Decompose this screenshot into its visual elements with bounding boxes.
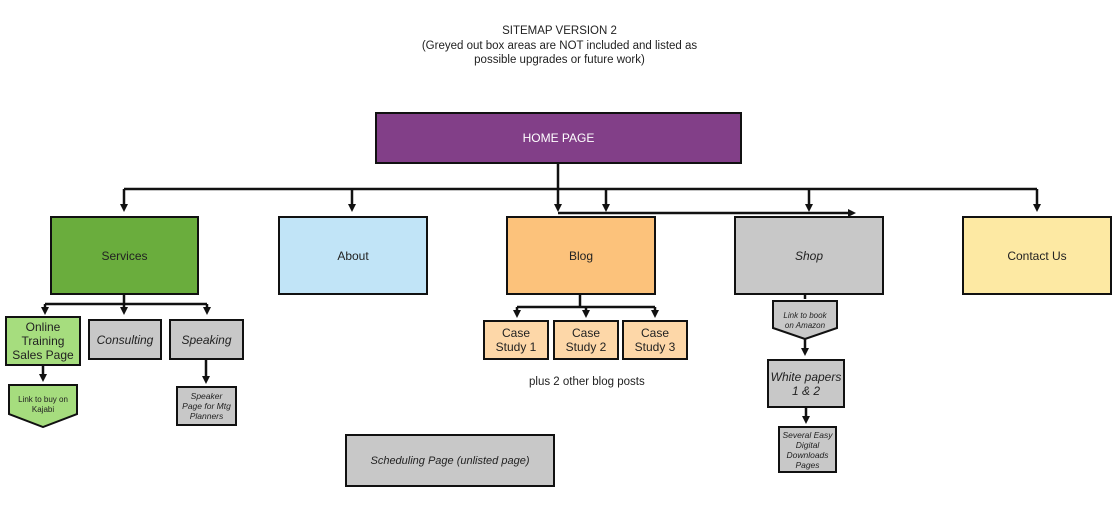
white-papers-label-line2: 1 & 2 — [791, 383, 821, 398]
diagram-subtitle-line1: (Greyed out box areas are NOT included a… — [421, 40, 698, 52]
case-study-3-label-line2: Study 3 — [634, 340, 676, 354]
case-study-2-label-line2: Study 2 — [565, 340, 607, 354]
home-page-label: HOME PAGE — [522, 131, 595, 145]
diagram-title: SITEMAP VERSION 2 — [502, 25, 617, 37]
digital-downloads-label-line3: Downloads — [786, 449, 829, 460]
digital-downloads-label-line4: Pages — [795, 459, 820, 470]
speaker-page-label-line3: Planners — [189, 411, 224, 421]
speaking-box: Speaking — [169, 319, 244, 360]
scheduling-page-box: Scheduling Page (unlisted page) — [345, 434, 555, 487]
case-study-2-box: Case Study 2 — [553, 320, 619, 360]
amazon-link-label: Link to book on Amazon — [772, 311, 838, 331]
scheduling-page-label: Scheduling Page (unlisted page) — [370, 454, 530, 467]
blog-note: plus 2 other blog posts — [529, 376, 645, 388]
online-training-label-line1: Online — [25, 320, 61, 334]
shop-label: Shop — [794, 248, 824, 263]
amazon-link-label-line2: on Amazon — [784, 321, 826, 330]
services-box: Services — [50, 216, 199, 295]
kajabi-link-label-line2: Kajabi — [31, 405, 55, 414]
about-box: About — [278, 216, 428, 295]
contact-us-label: Contact Us — [1007, 248, 1067, 263]
digital-downloads-box: Several Easy Digital Downloads Pages — [778, 426, 837, 473]
case-study-1-label-line2: Study 1 — [495, 340, 537, 354]
speaker-page-box: Speaker Page for Mtg Planners — [176, 386, 237, 426]
digital-downloads-label-line1: Several Easy — [782, 429, 833, 440]
blog-box: Blog — [506, 216, 656, 295]
online-training-label-line2: Training — [21, 334, 65, 348]
diagram-subtitle-line2: possible upgrades or future work) — [474, 54, 645, 66]
kajabi-link-label: Link to buy on Kajabi — [8, 395, 78, 415]
about-label: About — [337, 248, 369, 263]
consulting-label: Consulting — [96, 332, 154, 347]
consulting-box: Consulting — [88, 319, 162, 360]
online-training-box: Online Training Sales Page — [5, 316, 81, 366]
home-page-box: HOME PAGE — [375, 112, 742, 164]
amazon-link-label-line1: Link to book — [783, 311, 827, 320]
online-training-label-line3: Sales Page — [12, 348, 74, 362]
digital-downloads-label-line2: Digital — [795, 439, 820, 450]
blog-label: Blog — [568, 248, 594, 263]
contact-us-box: Contact Us — [962, 216, 1112, 295]
kajabi-link-label-line1: Link to buy on — [18, 395, 68, 404]
case-study-3-box: Case Study 3 — [622, 320, 688, 360]
shop-box: Shop — [734, 216, 884, 295]
case-study-3-label-line1: Case — [640, 326, 669, 340]
white-papers-label-line1: White papers — [770, 369, 842, 384]
white-papers-box: White papers 1 & 2 — [767, 359, 845, 408]
case-study-1-label-line1: Case — [501, 326, 530, 340]
case-study-1-box: Case Study 1 — [483, 320, 549, 360]
speaking-label: Speaking — [181, 332, 232, 347]
amazon-link-shape — [772, 300, 838, 340]
case-study-2-label-line1: Case — [571, 326, 600, 340]
services-label: Services — [101, 248, 148, 263]
kajabi-link-shape — [8, 384, 78, 428]
speaker-page-label-line2: Page for Mtg — [182, 401, 231, 411]
speaker-page-label-line1: Speaker — [190, 391, 223, 401]
